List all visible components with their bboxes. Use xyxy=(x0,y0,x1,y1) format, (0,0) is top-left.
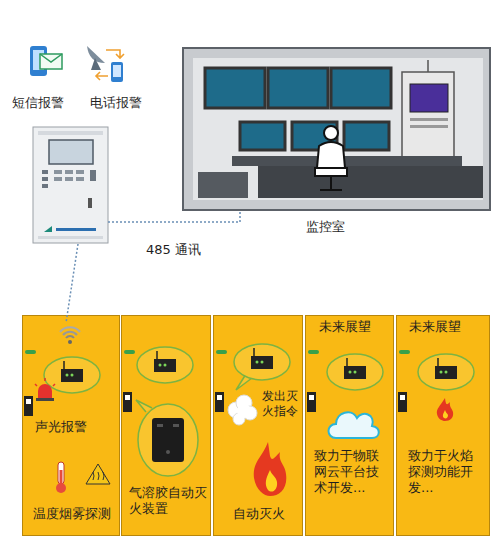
caption-label: 电话报警 xyxy=(90,95,142,111)
device-panel: 未来展望致力于火焰探测功能开发... xyxy=(396,315,490,536)
panel-2-icons xyxy=(123,347,198,476)
panel-text: 致力于物联网云平台技术开发... xyxy=(314,448,381,496)
monitoring-room xyxy=(183,48,490,210)
panel-3-icons xyxy=(215,344,290,496)
text-slot: 发出灭火指令 xyxy=(262,389,302,418)
panel-text: 气溶胶自动灭火装置 xyxy=(129,485,209,517)
text-slot: 未来展望 xyxy=(319,319,379,335)
text-slot: 声光报警 xyxy=(35,419,93,435)
panel-heading: 未来展望 xyxy=(409,319,469,335)
panel-text: 发出灭火指令 xyxy=(262,389,302,418)
text-slot: 气溶胶自动灭火装置 xyxy=(129,485,209,517)
panel-5-icons xyxy=(398,350,474,421)
panel-text: 声光报警 xyxy=(35,419,93,435)
panel-text: 致力于火焰探测功能开发... xyxy=(408,448,475,496)
controller-cabinet xyxy=(33,127,108,243)
text-slot: 自动灭火 xyxy=(233,506,291,522)
wireless-wire xyxy=(66,244,78,323)
device-panel: 声光报警温度烟雾探测 xyxy=(22,315,120,536)
panel-text: 温度烟雾探测 xyxy=(33,506,115,522)
panel-text: 自动灭火 xyxy=(233,506,291,522)
text-slot: 温度烟雾探测 xyxy=(33,506,115,522)
caption-label: 485 通讯 xyxy=(146,242,201,258)
caption-label: 短信报警 xyxy=(12,95,64,111)
text-slot: 未来展望 xyxy=(409,319,469,335)
text-slot: 致力于物联网云平台技术开发... xyxy=(314,448,381,496)
text-slot: 致力于火焰探测功能开发... xyxy=(408,448,475,496)
caption-label: 监控室 xyxy=(306,219,345,235)
rs485-wire xyxy=(108,211,240,222)
sms-icon xyxy=(30,46,62,76)
panel-heading: 未来展望 xyxy=(319,319,379,335)
panel-1-icons xyxy=(24,327,110,493)
panel-4-icons xyxy=(307,350,383,438)
phone-icon xyxy=(87,46,124,82)
